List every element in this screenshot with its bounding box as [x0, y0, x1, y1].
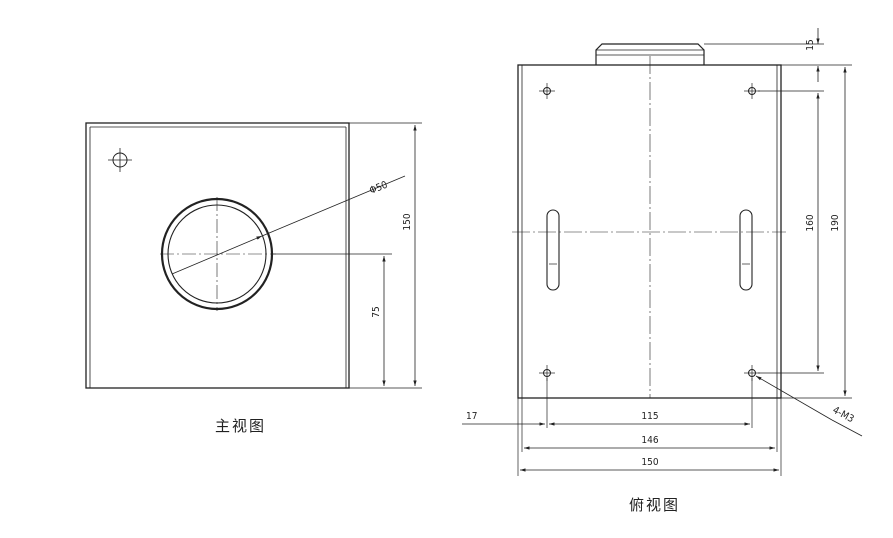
front-opening: [160, 197, 276, 311]
front-view-caption: 主视图: [215, 417, 267, 435]
front-view: [85, 122, 422, 389]
front-mount-hole: [108, 148, 132, 172]
dim-label-front-150: 150: [402, 213, 413, 230]
holes-leader-shelf: [831, 419, 863, 437]
diameter-leader-ext: [261, 175, 406, 237]
dim-label-holes: 4-M3: [831, 405, 856, 425]
top-slot-right: [739, 209, 753, 291]
front-plate-outline: [85, 122, 350, 389]
top-view: [462, 28, 863, 476]
holes-leader-line: [755, 375, 833, 421]
dim-label-top-150: 150: [641, 457, 658, 468]
dim-label-15: 15: [805, 39, 816, 50]
top-view-caption: 俯视图: [629, 496, 681, 514]
dim-label-160: 160: [805, 214, 816, 231]
top-boss: [595, 43, 705, 65]
dim-label-115: 115: [641, 411, 658, 422]
dim-label-diameter: Φ50: [368, 180, 390, 197]
diameter-leader-line: [171, 235, 263, 275]
dim-label-front-75: 75: [371, 306, 382, 317]
top-mount-hole: [539, 83, 555, 99]
top-plate-outline: [517, 64, 782, 399]
dim-label-17: 17: [466, 411, 477, 422]
dim-label-190: 190: [830, 214, 841, 231]
top-mount-hole: [744, 83, 760, 99]
top-slot-left: [546, 209, 560, 291]
dim-label-146: 146: [641, 435, 658, 446]
